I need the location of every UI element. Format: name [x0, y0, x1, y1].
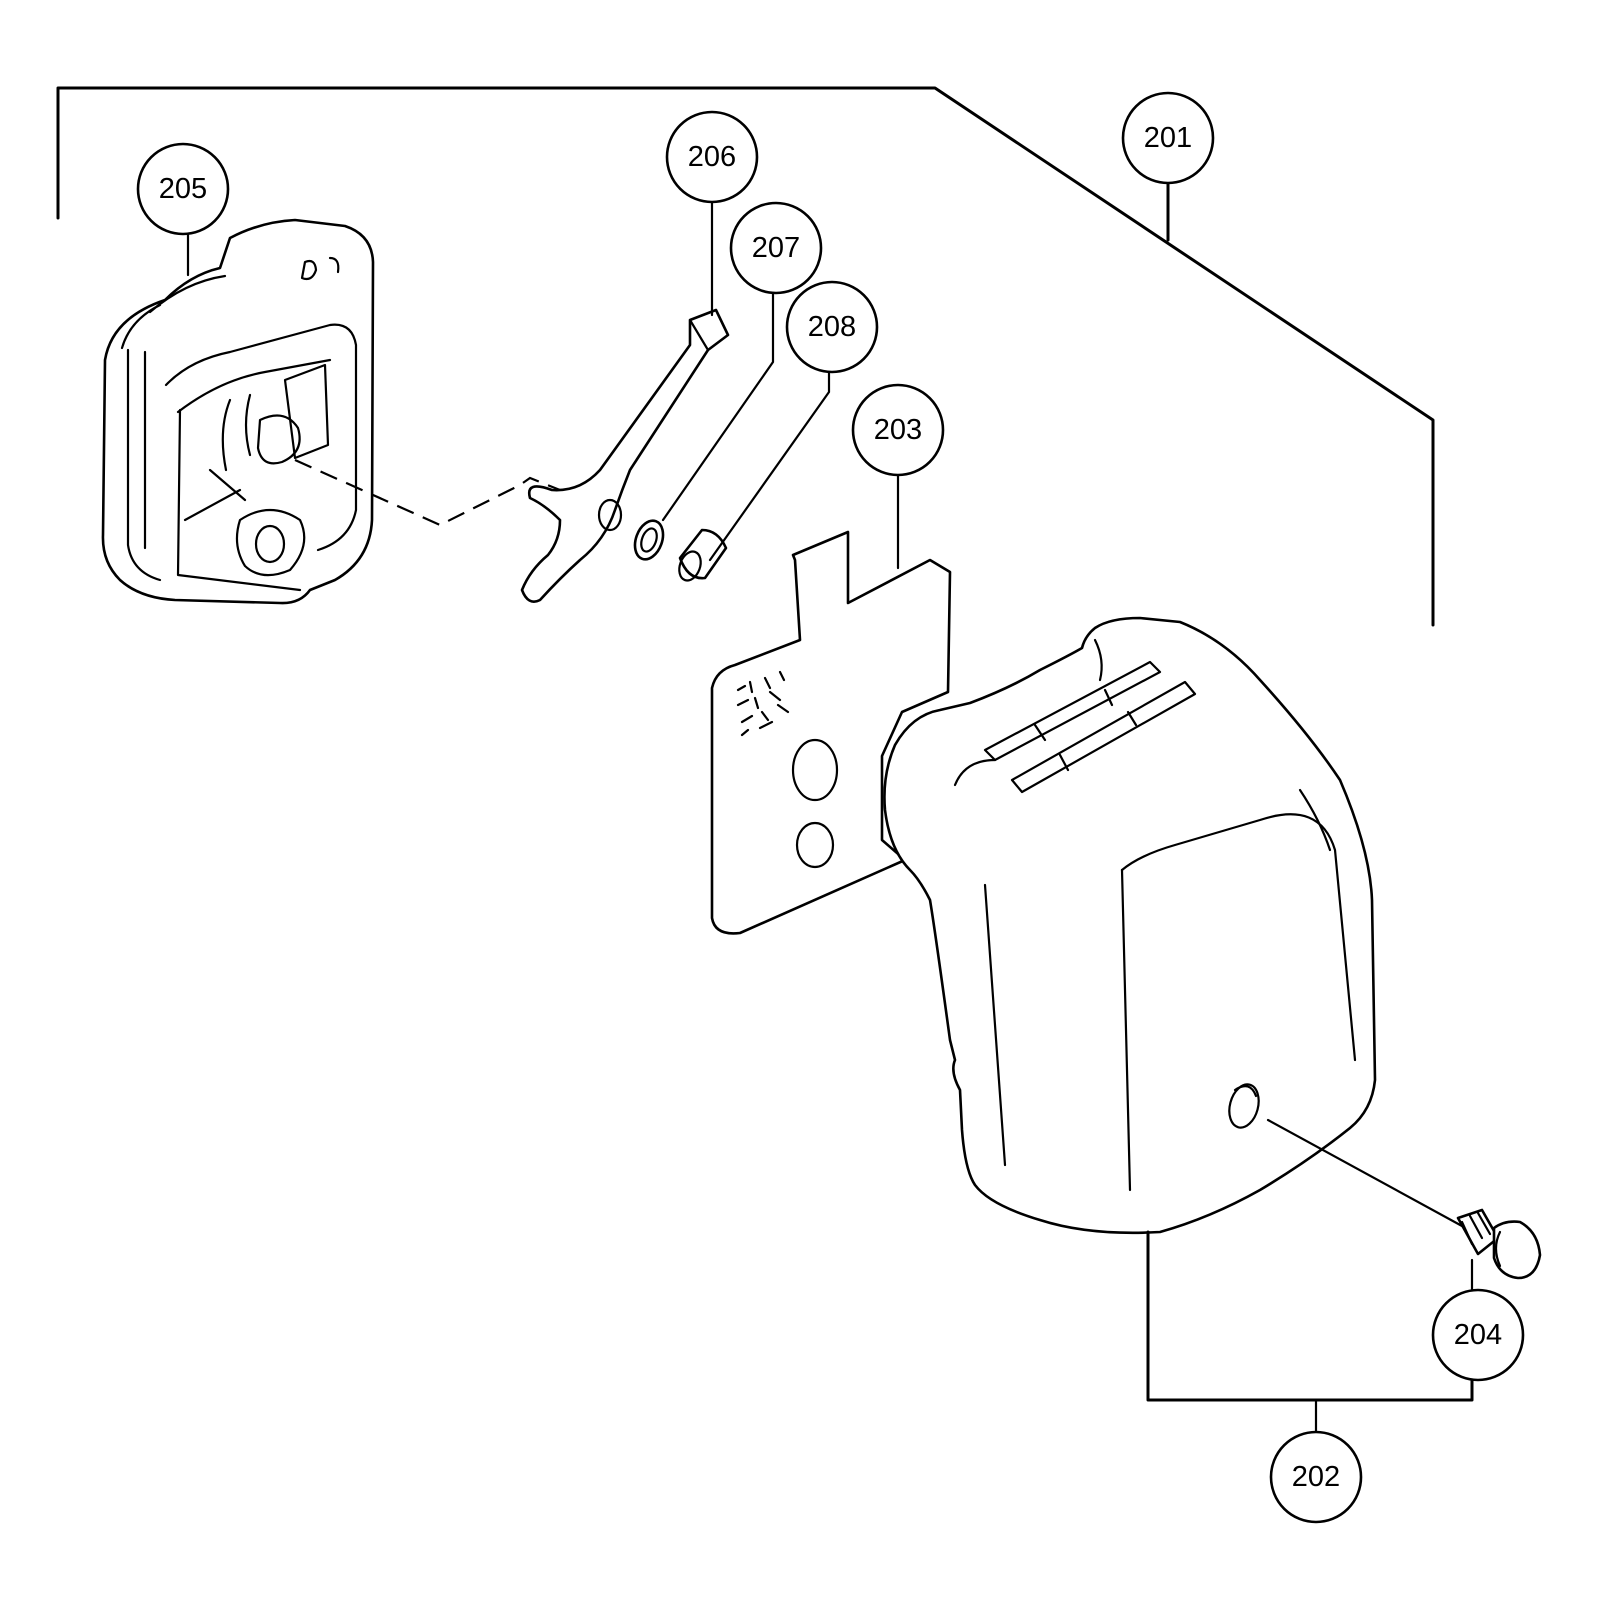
callout-204: 204: [1431, 1258, 1525, 1382]
callout-208: 208: [708, 280, 879, 562]
part-208-bushing: [678, 528, 728, 582]
callout-207: 207: [661, 201, 823, 522]
callout-201: 201: [1121, 91, 1215, 185]
part-202-cover: [883, 616, 1377, 1235]
callout-203-label: 203: [874, 414, 922, 446]
callout-206: 206: [665, 110, 759, 317]
part-204-screw: [1266, 1118, 1542, 1280]
callout-203: 203: [851, 383, 945, 570]
part-206-lever: [520, 308, 730, 603]
callout-204-label: 204: [1454, 1319, 1502, 1351]
part-203-gasket: [710, 530, 952, 935]
callout-202-label: 202: [1292, 1461, 1340, 1493]
callout-208-label: 208: [808, 311, 856, 343]
part-205-housing: [101, 218, 561, 605]
callout-207-label: 207: [752, 232, 800, 264]
part-207-washer: [633, 519, 665, 561]
assembly-bracket-201: [56, 86, 1435, 627]
callout-201-label: 201: [1144, 122, 1192, 154]
callout-205: 205: [136, 142, 230, 277]
callout-205-label: 205: [159, 173, 207, 205]
callout-202: 202: [1146, 1230, 1474, 1524]
callout-206-label: 206: [688, 141, 736, 173]
